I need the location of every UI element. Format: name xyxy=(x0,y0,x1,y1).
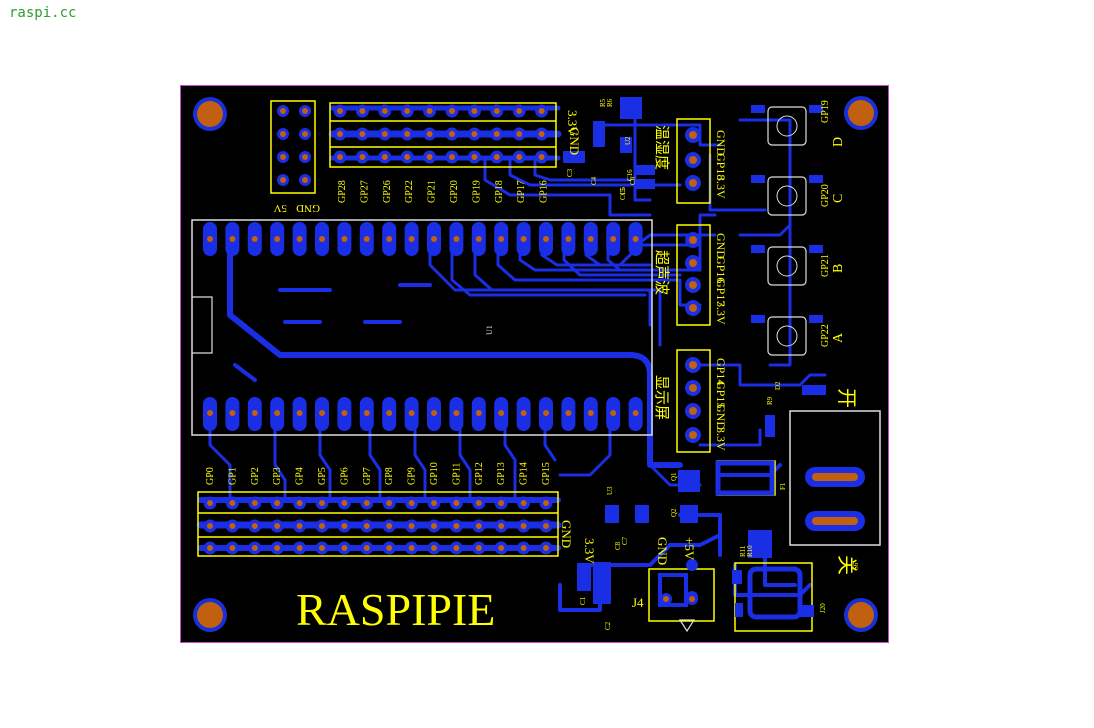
component-designator: R5 xyxy=(599,98,607,107)
button-a-letter: A xyxy=(831,332,846,343)
bottom-row-3v3: 3.3V xyxy=(582,538,597,564)
power-pin-gnd: GND xyxy=(655,537,670,565)
bottom-header-label: GP14 xyxy=(519,462,530,485)
switch-off-label: 关 xyxy=(835,555,858,575)
bottom-header-label: GP12 xyxy=(474,462,485,485)
component-designator: Q1 xyxy=(670,472,678,481)
button-b-letter: B xyxy=(831,264,846,273)
mounting-holes xyxy=(193,96,878,632)
bottom-header-label: GP3 xyxy=(272,467,283,485)
bottom-header-label: GP8 xyxy=(384,467,395,485)
top-header-label: GP18 xyxy=(494,180,505,203)
power-pin-5v: +5V xyxy=(682,537,697,561)
ultra-pin-gp16: GP16 xyxy=(714,256,728,283)
top-header-labels: GP28 GP27 GP26 GP22 GP21 GP20 GP19 GP18 GP17 GP16 xyxy=(337,180,550,203)
top-header-label: GP26 xyxy=(382,180,393,203)
chip-ref-label: U1 xyxy=(485,325,494,335)
top-header-label: GP22 xyxy=(404,180,415,203)
component-designator: C6 xyxy=(629,176,637,185)
component-designator: R9 xyxy=(766,396,774,405)
top-header-label: GP19 xyxy=(471,180,482,203)
bottom-header-label: GP5 xyxy=(317,467,328,485)
button-a-gp: GP22 xyxy=(820,324,831,347)
component-designator: J20 xyxy=(819,603,827,613)
component-designator: D2 xyxy=(774,381,782,390)
smd-components xyxy=(563,97,826,620)
disp-pin-3v3: 3.3V xyxy=(714,427,728,451)
bottom-header-label: GP1 xyxy=(227,467,238,485)
bottom-header-label: GP13 xyxy=(496,462,507,485)
component-designator: S6 xyxy=(852,562,860,570)
bottom-header-label: GP11 xyxy=(451,463,462,485)
top-header-label: GP17 xyxy=(516,180,527,203)
bottom-header-label: GP4 xyxy=(295,467,306,485)
component-designator: C7 xyxy=(621,536,629,545)
module-pads xyxy=(685,127,701,443)
bottom-header-labels: GP0 GP1 GP2 GP3 GP4 GP5 GP6 GP7 GP8 GP9 GP10 GP11 GP… xyxy=(205,462,552,485)
power-connector-ref: J4 xyxy=(632,595,644,610)
component-designator: R6 xyxy=(606,98,614,107)
temp-pin-gnd: GND xyxy=(714,130,728,156)
component-designator: C4 xyxy=(590,176,598,185)
component-designator: R11 xyxy=(739,545,747,557)
header-pins xyxy=(203,104,643,555)
temp-pin-gp18: GP18 xyxy=(714,153,728,180)
disp-pin-gp14: GP14 xyxy=(714,358,728,385)
disp-pin-gnd: GND xyxy=(714,404,728,430)
bottom-header-label: GP0 xyxy=(205,467,216,485)
jumper-5v: 5V xyxy=(274,202,288,214)
bottom-header-label: GP7 xyxy=(362,467,373,485)
slide-switch-outline xyxy=(789,410,881,546)
ultra-pin-3v3: 3.3V xyxy=(714,301,728,325)
temp-pin-3v3: 3.3V xyxy=(714,175,728,199)
button-c-letter: C xyxy=(831,194,846,203)
button-c-gp: GP20 xyxy=(820,184,831,207)
tactile-buttons xyxy=(751,105,823,356)
component-designator: Q2 xyxy=(670,508,678,517)
top-header-label: GP20 xyxy=(449,180,460,203)
module-display-title: 显示屏 xyxy=(653,375,669,420)
top-header-label: GP28 xyxy=(337,180,348,203)
pico-module-outline xyxy=(191,219,653,436)
component-designator: C16 xyxy=(626,169,634,181)
component-designator: C1 xyxy=(579,596,587,605)
top-row-gnd: GND xyxy=(567,127,582,155)
button-b-gp: GP21 xyxy=(820,254,831,277)
top-header-label: GP16 xyxy=(539,180,550,203)
component-designator: U2 xyxy=(624,136,632,145)
top-header-label: GP21 xyxy=(427,180,438,203)
component-designator: F1 xyxy=(779,482,787,490)
component-designator: C2 xyxy=(604,621,612,630)
bottom-header-label: GP10 xyxy=(429,462,440,485)
component-designator: U3 xyxy=(606,486,614,495)
jumper-gnd: GND xyxy=(296,202,320,214)
component-designator: C15 xyxy=(619,188,627,200)
top-header-label: GP27 xyxy=(359,180,370,203)
component-designator: C8 xyxy=(614,541,622,550)
board-brand: RASPIPIE xyxy=(296,584,495,635)
pcb-board: RASPIPIE U1 GP28GP27GP26GP22GP21GP20GP19… xyxy=(180,85,889,643)
switch-on-label: 开 xyxy=(835,388,857,408)
ultra-pin-gp17: GP17 xyxy=(714,279,728,306)
bottom-header-label: GP15 xyxy=(541,462,552,485)
module-ultrasonic-title: 超声波 xyxy=(653,250,671,295)
silkscreen-outlines xyxy=(197,100,813,632)
bottom-header-label: GP9 xyxy=(407,467,418,485)
disp-pin-gp15: GP15 xyxy=(714,381,728,408)
bottom-header-label: GP2 xyxy=(250,467,261,485)
component-designator: C3 xyxy=(566,168,574,177)
button-d-letter: D xyxy=(831,137,846,147)
component-designator: R10 xyxy=(746,545,754,557)
component-designator: C5 xyxy=(619,186,627,195)
site-watermark: raspi.cc xyxy=(9,5,77,21)
bottom-header-label: GP6 xyxy=(339,467,350,485)
top-row-3v3: 3.3V xyxy=(565,110,580,136)
bottom-row-gnd: GND xyxy=(559,520,574,548)
module-temp-humidity-title: 温湿度 xyxy=(653,125,670,170)
ultra-pin-gnd: GND xyxy=(714,233,728,259)
button-d-gp: GP19 xyxy=(820,100,831,123)
